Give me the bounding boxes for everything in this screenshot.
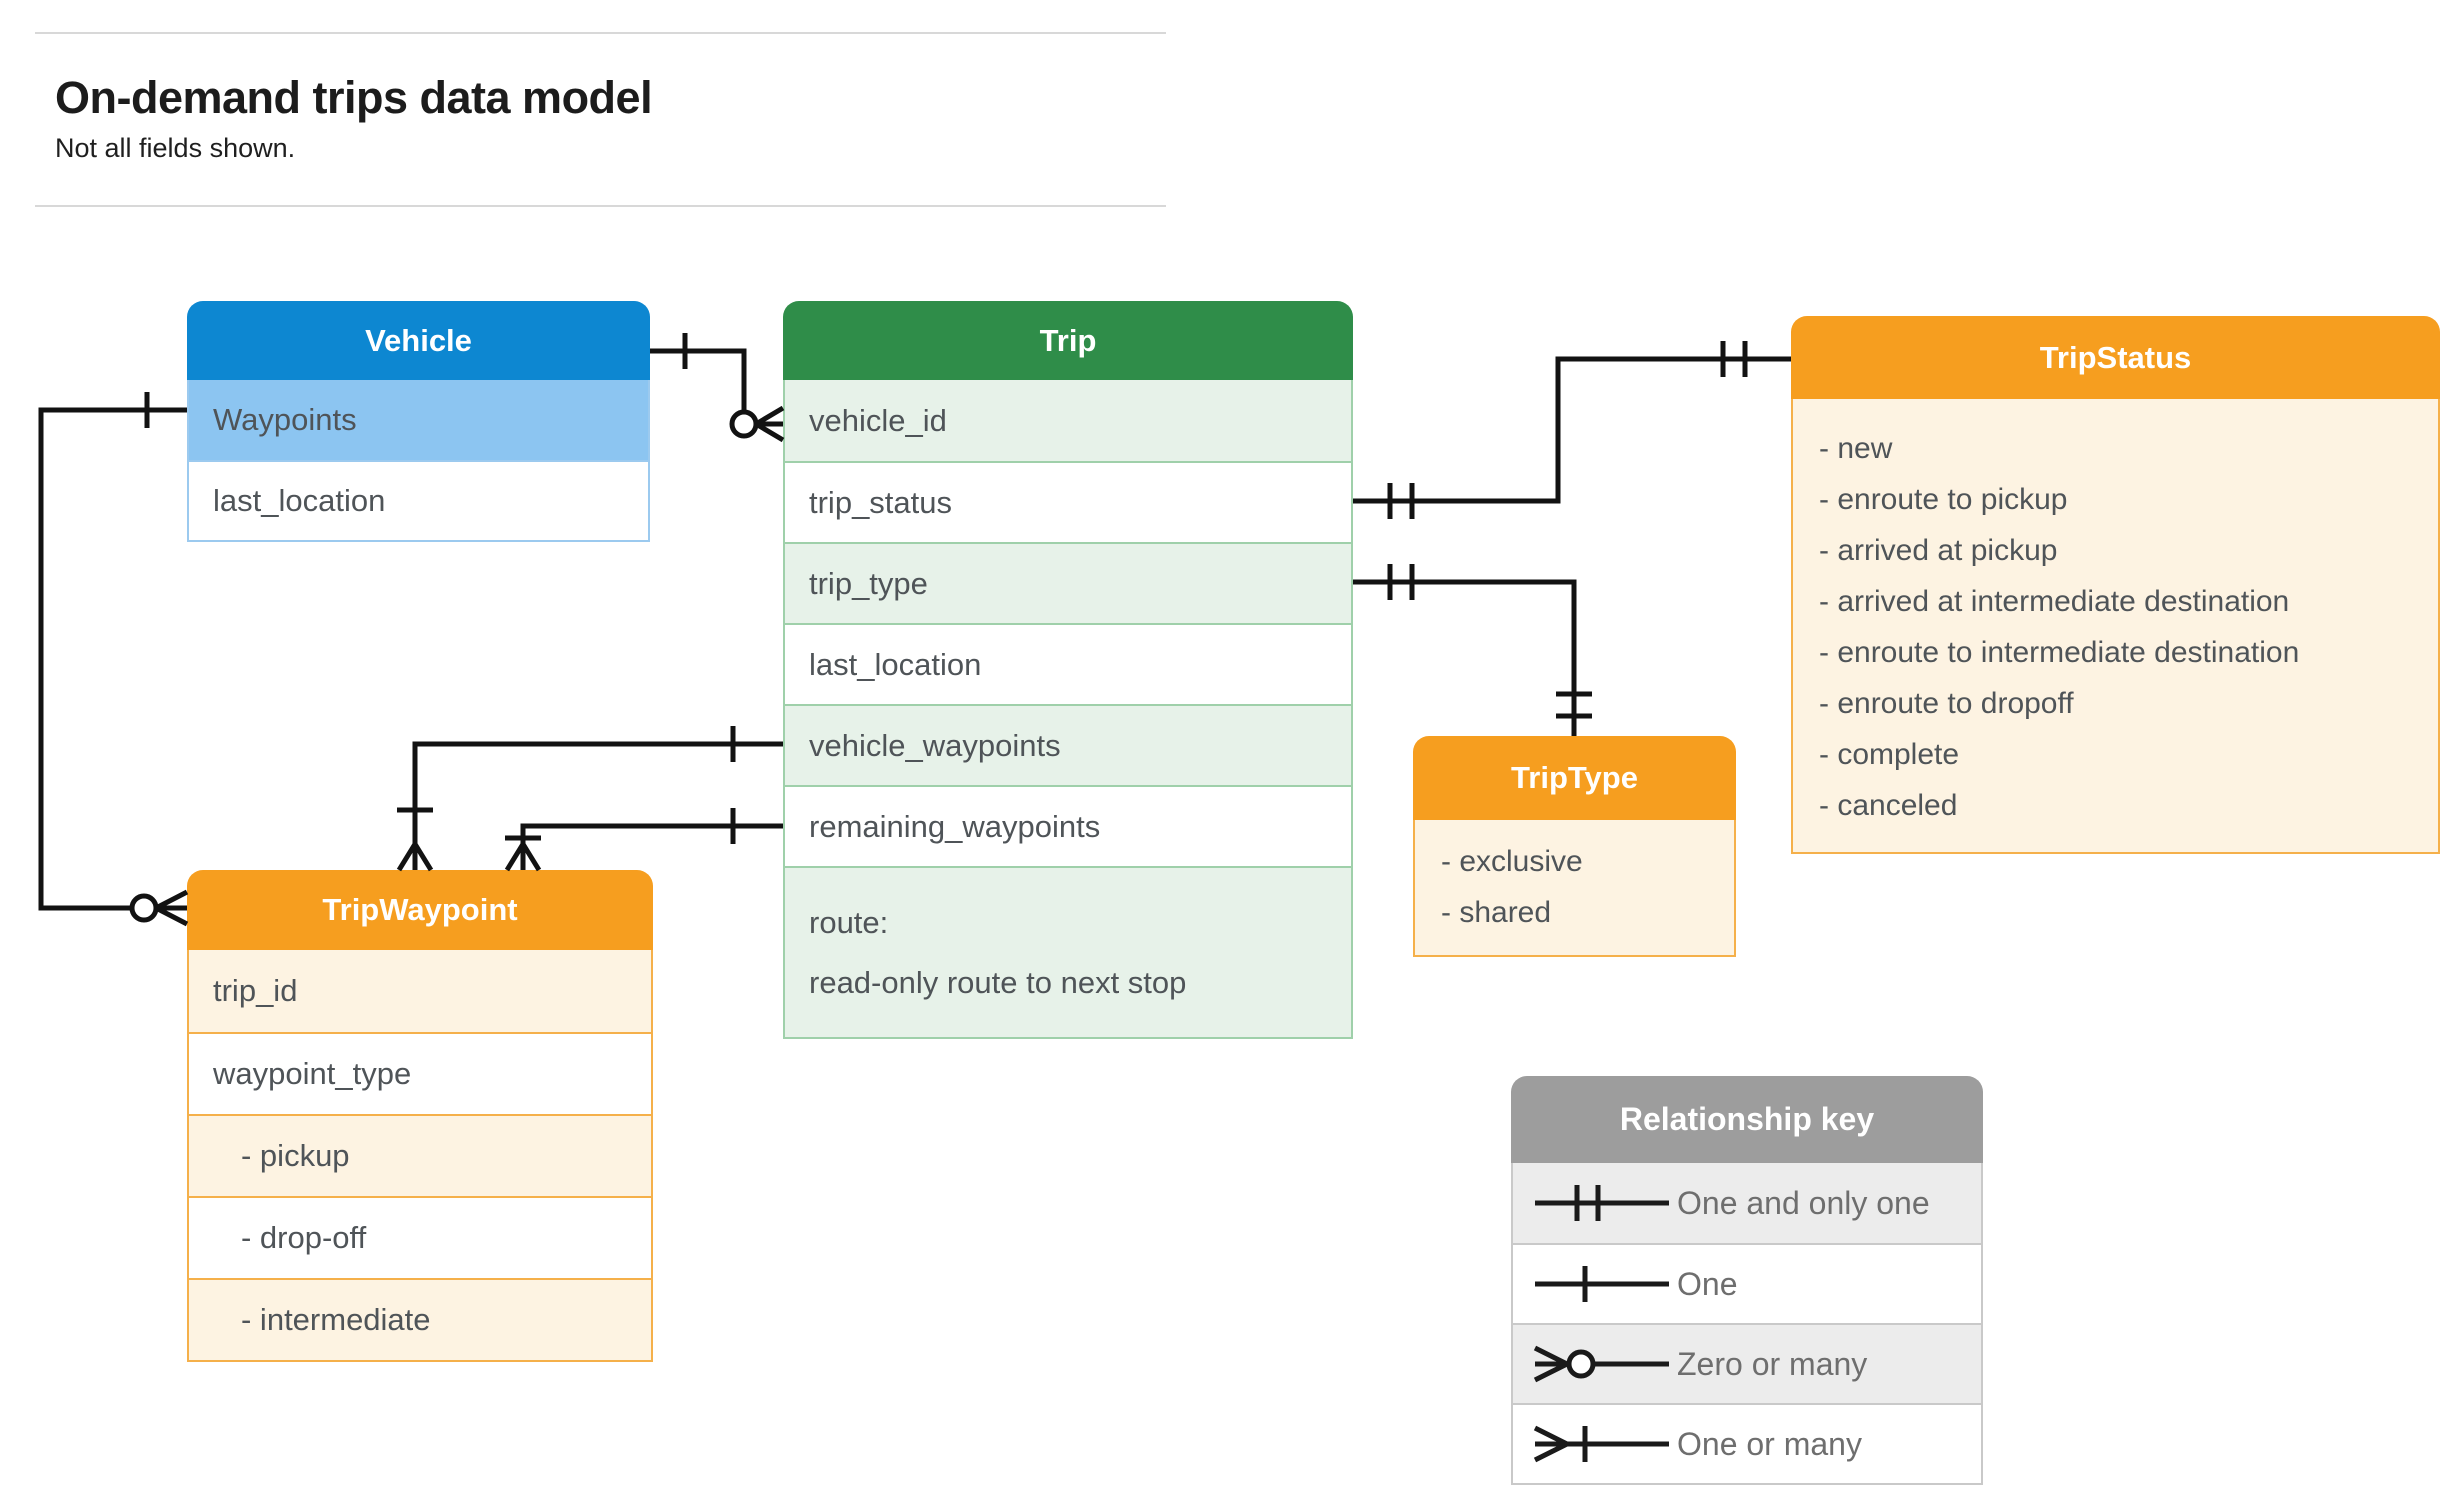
- legend-label: Zero or many: [1677, 1345, 1868, 1382]
- trip-row-route: route: read-only route to next stop: [785, 866, 1351, 1037]
- legend-row-zero-or-many: Zero or many: [1513, 1323, 1981, 1403]
- trip-status-item: - canceled: [1819, 789, 1958, 822]
- legend-row-one-or-many: One or many: [1513, 1403, 1981, 1483]
- entity-trip-waypoint-body: trip_id waypoint_type - pickup - drop-of…: [187, 950, 653, 1362]
- trip-status-item: - enroute to dropoff: [1819, 687, 2074, 720]
- trip-route-description: read-only route to next stop: [809, 964, 1187, 1000]
- trip-row-vehicle-waypoints: vehicle_waypoints: [785, 704, 1351, 785]
- vehicle-row-last-location: last_location: [189, 460, 648, 540]
- trip-row-trip-status: trip_status: [785, 461, 1351, 542]
- title-divider: [35, 205, 1166, 207]
- entity-trip-type-body: - exclusive - shared: [1413, 820, 1736, 957]
- one-and-only-one-icon: [1527, 1163, 1677, 1243]
- relationship-key-body: One and only one One Zero or many: [1511, 1163, 1983, 1485]
- entity-trip-type-title: TripType: [1413, 736, 1736, 820]
- entity-vehicle-title: Vehicle: [187, 301, 650, 380]
- entity-trip-status: TripStatus - new - enroute to pickup - a…: [1791, 316, 2440, 854]
- relationship-key: Relationship key One and only one One: [1511, 1076, 1983, 1485]
- trip-status-item: - enroute to intermediate destination: [1819, 636, 2300, 669]
- entity-vehicle: Vehicle Waypoints last_location: [187, 301, 650, 542]
- trip-status-item: - arrived at pickup: [1819, 534, 2058, 567]
- trip-waypoint-row-trip-id: trip_id: [189, 950, 651, 1032]
- vehicle-row-waypoints: Waypoints: [189, 380, 648, 460]
- trip-waypoint-row-waypoint-type: waypoint_type: [189, 1032, 651, 1114]
- trip-row-last-location: last_location: [785, 623, 1351, 704]
- entity-trip-waypoint-title: TripWaypoint: [187, 870, 653, 950]
- trip-row-vehicle-id: vehicle_id: [785, 380, 1351, 461]
- entity-trip-body: vehicle_id trip_status trip_type last_lo…: [783, 380, 1353, 1039]
- trip-type-item: - shared: [1441, 896, 1552, 929]
- entity-trip: Trip vehicle_id trip_status trip_type la…: [783, 301, 1353, 1039]
- connector-vehicle-trip: [650, 333, 785, 443]
- trip-status-item: - new: [1819, 432, 1893, 465]
- trip-row-remaining-waypoints: remaining_waypoints: [785, 785, 1351, 866]
- connector-trip-vehicle-waypoints: [396, 726, 783, 872]
- page-subtitle: Not all fields shown.: [55, 133, 296, 163]
- relationship-key-title: Relationship key: [1511, 1076, 1983, 1163]
- trip-status-item: - enroute to pickup: [1819, 483, 2068, 516]
- top-divider: [35, 32, 1166, 34]
- crow-foot: [754, 405, 785, 443]
- legend-row-one: One: [1513, 1243, 1981, 1323]
- trip-route-label: route:: [809, 904, 889, 940]
- legend-label: One and only one: [1677, 1184, 1930, 1221]
- zero-circle: [729, 409, 759, 439]
- legend-label: One: [1677, 1265, 1738, 1302]
- entity-trip-type: TripType - exclusive - shared: [1413, 736, 1736, 957]
- trip-status-item: - complete: [1819, 738, 1960, 771]
- crow-foot: [154, 889, 189, 927]
- entity-trip-status-title: TripStatus: [1791, 316, 2440, 399]
- one-or-many-icon: [1527, 1404, 1677, 1484]
- trip-waypoint-row-pickup: - pickup: [189, 1114, 651, 1196]
- trip-row-trip-type: trip_type: [785, 542, 1351, 623]
- legend-row-one-and-only-one: One and only one: [1513, 1163, 1981, 1243]
- crow-foot: [396, 842, 434, 872]
- page-title: On-demand trips data model: [55, 72, 653, 123]
- connector-trip-tripstatus: [1353, 341, 1791, 519]
- connector-trip-triptype: [1353, 564, 1592, 736]
- crow-foot: [504, 842, 542, 872]
- one-icon: [1527, 1244, 1677, 1324]
- trip-type-item: - exclusive: [1441, 845, 1583, 878]
- zero-circle: [129, 893, 159, 923]
- entity-vehicle-body: Waypoints last_location: [187, 380, 650, 542]
- entity-trip-waypoint: TripWaypoint trip_id waypoint_type - pic…: [187, 870, 653, 1362]
- zero-or-many-icon: [1527, 1324, 1677, 1404]
- connector-trip-remaining-waypoints: [504, 808, 783, 872]
- connector-vehicle-tripwaypoint: [38, 392, 189, 927]
- trip-status-item: - arrived at intermediate destination: [1819, 585, 2290, 618]
- trip-waypoint-row-intermediate: - intermediate: [189, 1278, 651, 1360]
- entity-trip-title: Trip: [783, 301, 1353, 380]
- legend-label: One or many: [1677, 1425, 1862, 1462]
- entity-trip-status-body: - new - enroute to pickup - arrived at p…: [1791, 399, 2440, 854]
- trip-waypoint-row-drop-off: - drop-off: [189, 1196, 651, 1278]
